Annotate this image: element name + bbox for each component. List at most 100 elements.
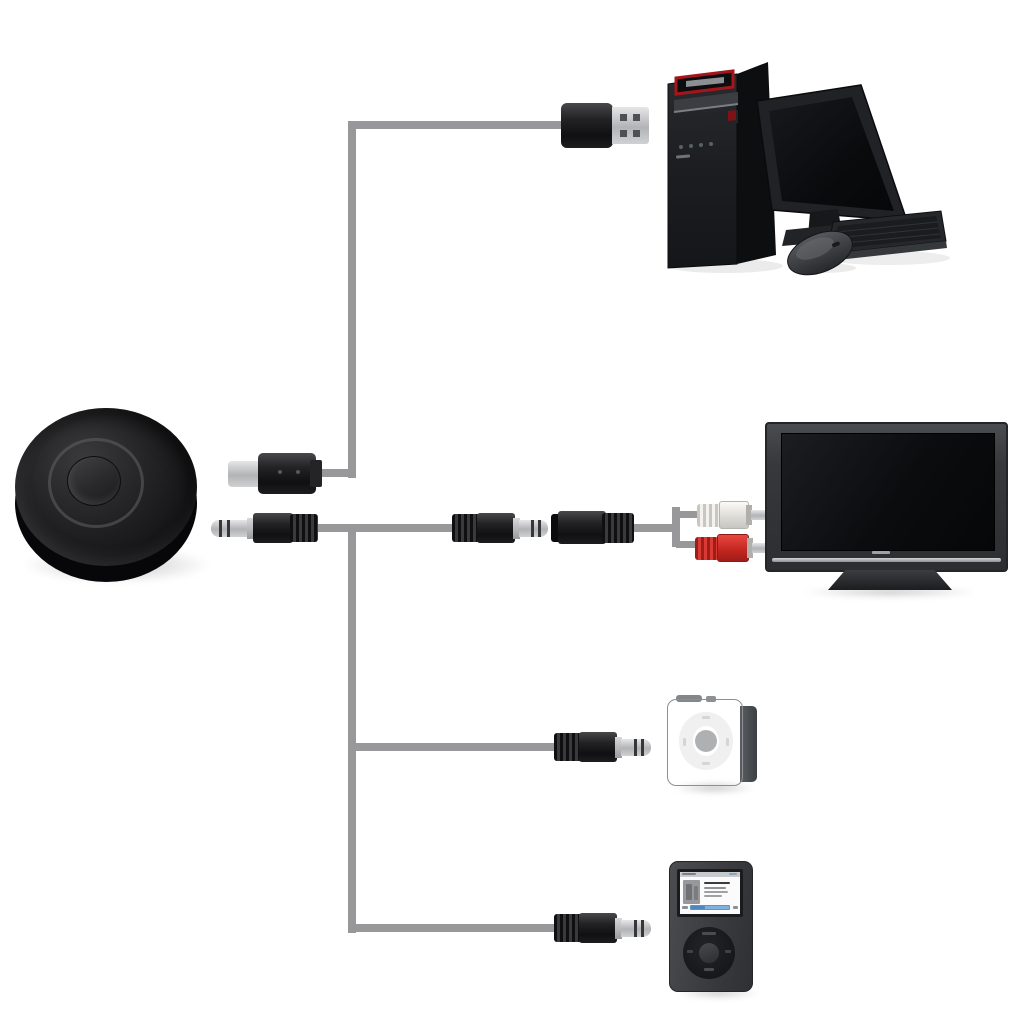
cable-usb-stub: [318, 469, 352, 477]
classic-progress-bar: [690, 905, 730, 910]
micro-usb-tip: [228, 461, 262, 487]
micro-usb-dot: [278, 470, 282, 474]
tower-detail-strip: [674, 110, 738, 131]
coupler-boot: [602, 513, 634, 543]
cable-aux-trunk: [348, 528, 356, 933]
classic-center-button: [698, 942, 720, 964]
classic-battery-dash: [729, 873, 737, 875]
rca-collar: [747, 538, 753, 558]
receiver-button-ring: [48, 438, 144, 528]
jack-tip-ring: [641, 739, 644, 756]
cable-usb-vertical: [348, 121, 356, 478]
shuffle-center-button: [695, 730, 717, 752]
jack-body: [579, 732, 617, 762]
jack-tip-ring: [634, 739, 637, 756]
jack-tip: [211, 520, 249, 537]
jack-body: [477, 513, 515, 543]
jack-tip-ring: [227, 520, 230, 537]
jack-body: [579, 913, 617, 943]
tv-stand: [828, 570, 952, 590]
usb-a-contact: [620, 130, 627, 137]
shuffle-volume-up-mark: [702, 716, 710, 719]
splitter-branch-bottom: [676, 541, 702, 548]
tower-drive-bay: [674, 92, 738, 113]
micro-usb-body: [258, 453, 316, 494]
cable-branch-shuffle: [352, 743, 558, 751]
cable-aux-mid: [632, 524, 676, 532]
jack-boot: [452, 514, 480, 542]
usb-a-contact: [620, 114, 627, 121]
jack-neck: [247, 518, 254, 539]
jack-tip: [621, 739, 651, 756]
tower-silver-slot: [686, 77, 724, 87]
jack-boot: [554, 733, 582, 761]
jack-tip-ring: [538, 520, 541, 537]
tv-screen: [781, 433, 995, 551]
classic-album-art-detail: [686, 884, 692, 900]
cable-usb-horizontal: [352, 121, 566, 129]
desktop-computer: [667, 62, 950, 276]
jack-tip: [519, 520, 548, 537]
classic-menu-label-dash: [702, 932, 716, 935]
rca-boot: [697, 504, 721, 527]
jack-tip-ring: [641, 920, 644, 937]
jack-neck: [615, 737, 622, 758]
jack-neck: [513, 518, 520, 539]
usb-a-contact: [633, 114, 640, 121]
rca-collar: [746, 505, 752, 525]
cable-aux-left: [314, 524, 458, 532]
classic-progress-left-dash: [682, 906, 688, 909]
keyboard-key-row: [834, 227, 940, 239]
classic-next-dash: [725, 950, 731, 953]
classic-playpause-dash: [704, 968, 714, 971]
shuffle-next-mark: [726, 738, 729, 746]
mouse-scroll-wheel: [832, 241, 840, 248]
tower-button-dot: [689, 144, 693, 148]
rca-body: [719, 501, 749, 529]
jack-boot: [290, 514, 318, 542]
micro-usb-dot: [296, 470, 300, 474]
classic-song-title-dash: [704, 882, 730, 884]
tower-button-dot: [679, 145, 683, 149]
classic-album-art-detail: [694, 886, 698, 900]
coupler-opening: [551, 514, 560, 542]
shuffle-volume-down-mark: [702, 762, 710, 765]
monitor-screen: [769, 97, 894, 211]
shuffle-clip: [740, 706, 757, 782]
jack-boot: [554, 914, 582, 942]
usb-a-tip: [612, 107, 649, 144]
tower-brand-dash: [676, 154, 691, 159]
rca-boot: [695, 537, 719, 560]
micro-usb-boot: [310, 460, 322, 487]
tower-red-badge: [728, 110, 736, 121]
mouse-highlight: [796, 237, 834, 260]
jack-tip-ring: [219, 520, 222, 537]
classic-progress-right-dash: [733, 906, 738, 909]
classic-status-bar: [680, 872, 740, 877]
jack-body: [253, 513, 293, 543]
shuffle-top-button: [676, 695, 702, 702]
tv-accent-strip: [772, 558, 1001, 562]
keyboard-key-row: [835, 221, 939, 233]
rca-body: [717, 534, 749, 562]
classic-text-line: [704, 895, 722, 897]
usb-a-body: [561, 103, 613, 148]
receiver-pairing-button: [67, 456, 121, 506]
tower-drive-bay-edge: [674, 103, 738, 113]
classic-status-title-dash: [682, 873, 696, 875]
jack-tip: [621, 920, 651, 937]
splitter-branch-top: [676, 511, 702, 518]
shuffle-body: [667, 699, 743, 786]
rca-pin: [751, 510, 768, 520]
classic-text-line: [704, 891, 728, 893]
classic-text-line: [704, 887, 726, 889]
jack-neck: [615, 918, 622, 939]
classic-prev-dash: [687, 950, 693, 953]
shuffle-prev-mark: [683, 738, 686, 746]
keyboard-front-edge: [827, 241, 947, 261]
classic-progress-fill: [691, 906, 705, 909]
tv-logo: [872, 551, 890, 554]
jack-tip-ring: [634, 920, 637, 937]
rca-pin: [752, 543, 769, 553]
tower-button-dot: [699, 143, 703, 147]
